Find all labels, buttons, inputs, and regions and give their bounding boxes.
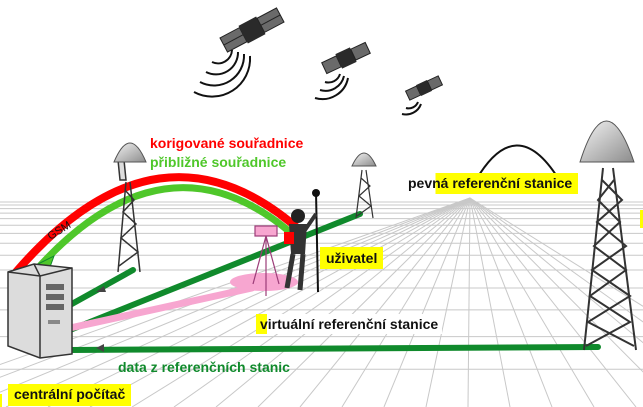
grid-line (469, 197, 643, 373)
approximate-coordinates-arc (35, 184, 293, 271)
label-fixed-reference-station: pevná referenční stanice (404, 173, 579, 194)
satellite-icon (404, 75, 444, 101)
grid-line (469, 197, 643, 344)
virtual-station-tripod (252, 225, 280, 296)
label-corrected-coordinates: korigované souřadnice (150, 135, 304, 151)
grid-line (467, 197, 471, 407)
corrected-coordinates-arc (12, 173, 305, 275)
satellite-icon (219, 7, 285, 53)
central-computer-icon (7, 263, 73, 359)
label-central-computer: centrální počítač (8, 384, 132, 406)
grid-line (469, 197, 553, 407)
signal-waves-icon (314, 73, 349, 101)
label-virtual-reference-station: virtuální referenční stanice (256, 314, 443, 334)
label-data-from-reference-stations: data z referenčních stanic (118, 359, 290, 375)
grid-line (469, 197, 511, 407)
connector-arc (475, 144, 559, 181)
grid-line (383, 197, 471, 407)
reference-station-tower-right (583, 167, 637, 351)
dome-icon (351, 152, 377, 167)
dome-icon (113, 142, 147, 163)
grid-line (469, 197, 595, 407)
page-marker (0, 394, 2, 407)
label-user: uživatel (320, 247, 384, 269)
reference-station-tower-left (117, 159, 141, 273)
signal-waves-icon (401, 101, 422, 116)
grid-line (469, 197, 643, 323)
satellite-icon (321, 41, 371, 75)
label-approximate-coordinates: přibližné souřadnice (150, 154, 287, 170)
signal-waves-icon (193, 49, 252, 98)
page-marker (640, 210, 643, 228)
arrow-icon (96, 286, 106, 352)
virtual-station-ground (230, 273, 298, 291)
user-figure (284, 189, 320, 293)
data-links (67, 211, 601, 353)
virtual-station-link (66, 284, 256, 332)
dome-icon (579, 120, 635, 163)
grid-line (469, 197, 643, 307)
reference-station-tower-middle (355, 169, 374, 219)
